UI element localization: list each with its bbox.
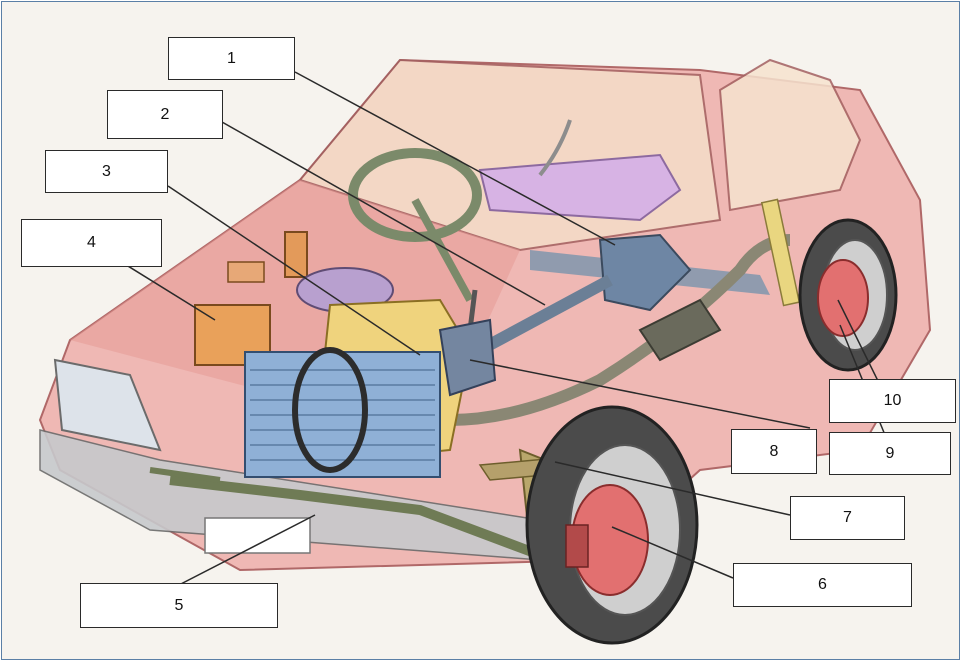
rear-shock-absorber <box>760 198 801 307</box>
leader-1 <box>294 71 616 246</box>
callout-8: 8 <box>731 429 817 474</box>
muffler <box>638 298 722 362</box>
leader-3 <box>167 185 421 356</box>
steering-rack <box>169 475 542 560</box>
rear-differential <box>598 233 692 312</box>
tie-rod <box>149 467 221 483</box>
callout-7: 7 <box>790 496 905 540</box>
steering-column <box>411 198 474 302</box>
callout-6: 6 <box>733 563 912 607</box>
callout-1: 1 <box>168 37 295 80</box>
steering-wheel <box>348 148 482 242</box>
rear-brake-drum <box>817 259 869 337</box>
leader-10 <box>837 299 881 386</box>
callout-10: 10 <box>829 379 956 423</box>
leader-5 <box>174 514 316 588</box>
leader-2 <box>221 121 546 306</box>
license-plate <box>204 517 311 554</box>
exhaust-pipe <box>449 234 791 426</box>
fan-belt <box>292 347 368 473</box>
leader-4 <box>114 257 216 321</box>
callout-4: 4 <box>21 219 162 267</box>
gearbox <box>438 318 497 397</box>
radiator-fins <box>250 369 435 461</box>
fuel-tank <box>478 153 682 222</box>
front-brake-caliper <box>565 524 589 568</box>
leader-6 <box>611 526 734 579</box>
leader-7 <box>554 461 791 516</box>
callout-3: 3 <box>45 150 168 193</box>
leader-lines <box>114 71 886 588</box>
drive-shaft <box>477 274 613 356</box>
fuel-filler-pipe <box>538 119 572 177</box>
callout-5: 5 <box>80 583 278 628</box>
callout-2: 2 <box>107 90 223 139</box>
ignition-coil <box>284 231 308 278</box>
side-window <box>718 58 862 212</box>
leader-8 <box>469 359 811 429</box>
headlight <box>53 358 162 452</box>
callout-9: 9 <box>829 432 951 475</box>
relay-box <box>227 261 265 283</box>
